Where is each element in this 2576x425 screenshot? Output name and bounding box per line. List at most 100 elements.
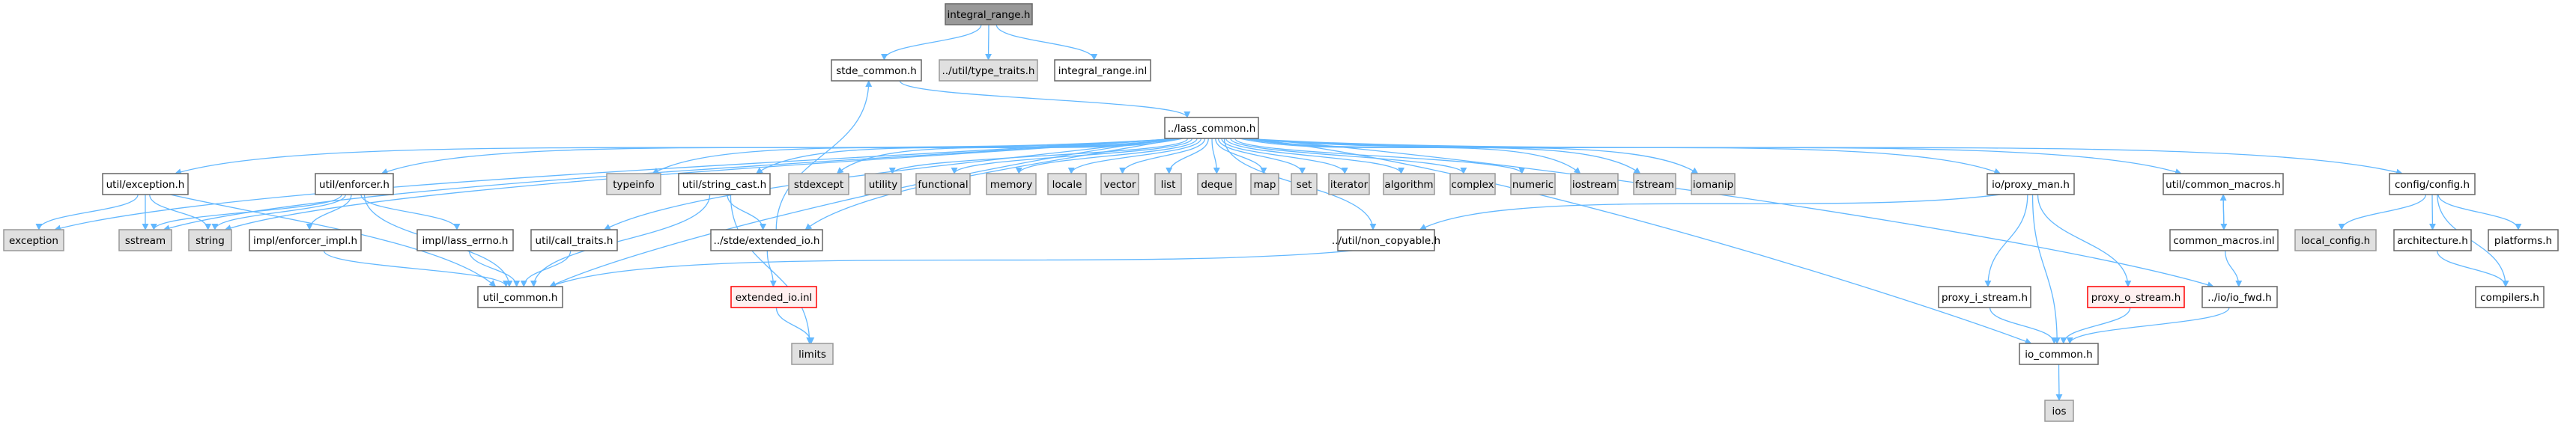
node-deque[interactable]: deque [1197,173,1237,195]
node-util-call-traits-h[interactable]: util/call_traits.h [530,229,618,251]
node-extended-io-inl[interactable]: extended_io.inl [730,286,817,308]
node-box [710,229,823,251]
edge [1221,138,1348,174]
node-iomanip[interactable]: iomanip [1691,173,1736,195]
edge [1119,138,1206,174]
edge-config-config-h-to-local-config-h [2338,194,2427,230]
node-util-string-cast-h[interactable]: util/string_cast.h [678,173,771,195]
node-box [2475,286,2545,308]
edge [727,194,767,230]
edge [149,194,212,230]
node-box [102,173,189,195]
node-common-macros-inl[interactable]: common_macros.inl [2169,229,2279,251]
edge [603,138,1179,230]
node-integral-range-inl[interactable]: integral_range.inl [1054,59,1151,82]
node-util-exception-h[interactable]: util/exception.h [102,173,189,195]
node-set[interactable]: set [1291,173,1318,195]
node-label: io_common.h [2025,349,2092,361]
node-label: numeric [1512,179,1554,191]
node-compilers-h[interactable]: compilers.h [2475,286,2545,308]
edge [54,138,1179,232]
edge [549,138,1179,287]
node-vector[interactable]: vector [1100,173,1139,195]
node-memory[interactable]: memory [986,173,1037,195]
edge [1166,138,1209,174]
node-proxy-i-stream-h[interactable]: proxy_i_stream.h [1938,286,2031,308]
node-iterator[interactable]: iterator [1328,173,1370,195]
node-label: architecture.h [2397,235,2468,247]
node-label: functional [918,179,968,191]
edge-io-proxy-man-h-to-proxy-o-stream-h [2037,194,2132,287]
node-impl-lass-errno-h[interactable]: impl/lass_errno.h [416,229,514,251]
node-impl-enforcer-impl-h[interactable]: impl/enforcer_impl.h [249,229,362,251]
edge-lass-common-h-to-list [1166,138,1209,174]
node-architecture-h[interactable]: architecture.h [2393,229,2472,251]
node-iostream[interactable]: iostream [1570,173,1619,195]
node-box [2169,229,2279,251]
node-box [791,343,834,365]
edge-architecture-h-to-compilers-h [2437,250,2509,287]
node-box [939,59,1038,82]
edge [775,307,815,344]
node-exception[interactable]: exception [3,229,64,251]
node-label: limits [798,349,826,361]
node-lass-common-h[interactable]: ../lass_common.h [1164,117,1259,139]
node-local-config-h[interactable]: local_config.h [2294,229,2377,251]
edge [323,250,509,287]
edge [360,194,461,230]
node-integral-range-h[interactable]: integral_range.h [945,3,1033,25]
edge-lass-common-h-to-map [1215,138,1267,174]
edge [1230,138,1467,174]
node-numeric[interactable]: numeric [1510,173,1556,195]
node-config-config-h[interactable]: config/config.h [2389,173,2476,195]
node-fstream[interactable]: fstream [1633,173,1676,195]
node-box [945,3,1033,25]
node-io-common-h[interactable]: io_common.h [2019,343,2099,365]
node-proxy-o-stream-h[interactable]: proxy_o_stream.h [2087,286,2185,308]
node-box [3,229,64,251]
node-sstream[interactable]: sstream [118,229,172,251]
edge-lass-common-h-to-memory [1015,138,1198,174]
edge [1217,138,1306,174]
node-util-common-macros-h[interactable]: util/common_macros.h [2163,173,2284,195]
node-box [1633,173,1676,195]
edge-integral-range-h-to-integral-range-inl [995,24,1098,61]
node-map[interactable]: map [1250,173,1279,195]
node-stde-extended-io-h[interactable]: ../stde/extended_io.h [710,229,823,251]
node-algorithm[interactable]: algorithm [1383,173,1435,195]
edge [549,250,1353,288]
edge [766,250,777,287]
node-label: utility [869,179,897,191]
node-ios[interactable]: ios [2044,400,2074,422]
node-list[interactable]: list [1154,173,1182,195]
node-box [831,59,922,82]
node-label: ios [2052,406,2066,418]
node-util-enforcer-h[interactable]: util/enforcer.h [315,173,394,195]
node-platforms-h[interactable]: platforms.h [2488,229,2559,251]
node-box [416,229,514,251]
node-complex[interactable]: complex [1449,173,1496,195]
edge-lass-common-h-to-utility [888,138,1189,174]
node-label: algorithm [1384,179,1433,191]
node-util-non-copyable-h[interactable]: ../util/non_copyable.h [1332,229,1440,251]
node-io-io-fwd-h[interactable]: ../io/io_fwd.h [2201,286,2278,308]
edge [1015,138,1198,174]
edge [2066,307,2230,344]
node-limits[interactable]: limits [791,343,834,365]
node-utility[interactable]: utility [864,173,902,195]
node-type-traits-h[interactable]: ../util/type_traits.h [939,59,1038,82]
node-box [188,229,232,251]
edge [1234,138,1526,174]
node-typeinfo[interactable]: typeinfo [606,173,661,195]
node-util-common-h[interactable]: util_common.h [477,286,563,308]
node-stde-common-h[interactable]: stde_common.h [831,59,922,82]
node-stdexcept[interactable]: stdexcept [788,173,849,195]
node-label: ../stde/extended_io.h [714,235,820,247]
node-string[interactable]: string [188,229,232,251]
node-locale[interactable]: locale [1047,173,1087,195]
node-functional[interactable]: functional [915,173,971,195]
edge-lass-common-h-to-complex [1230,138,1467,174]
node-io-proxy-man-h[interactable]: io/proxy_man.h [1986,173,2075,195]
edge [1067,138,1202,174]
node-box [1570,173,1619,195]
